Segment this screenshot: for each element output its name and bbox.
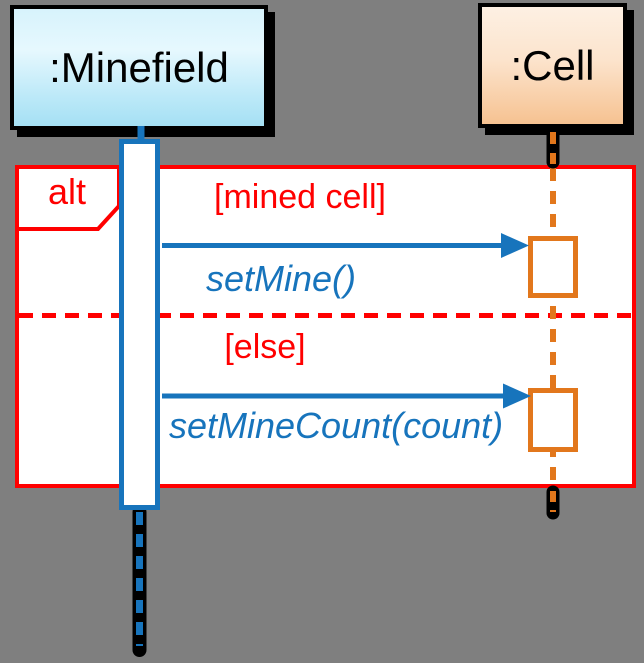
guard-else: [else] <box>224 328 306 366</box>
guard-mined-cell: [mined cell] <box>214 178 386 216</box>
lifeline-header-cell: :Cell <box>478 3 627 128</box>
message-label-setminecount: setMineCount(count) <box>169 405 504 446</box>
cell-activation-bar-2 <box>528 388 578 452</box>
actor-name-cell: :Cell <box>510 41 595 89</box>
alt-operator-label: alt <box>47 171 87 212</box>
cell-activation-bar-1 <box>528 236 578 298</box>
message-label-setmine: setMine() <box>206 258 357 299</box>
lifeline-header-minefield: :Minefield <box>10 5 268 130</box>
actor-name-minefield: :Minefield <box>49 43 229 91</box>
minefield-activation-bar <box>119 139 160 510</box>
